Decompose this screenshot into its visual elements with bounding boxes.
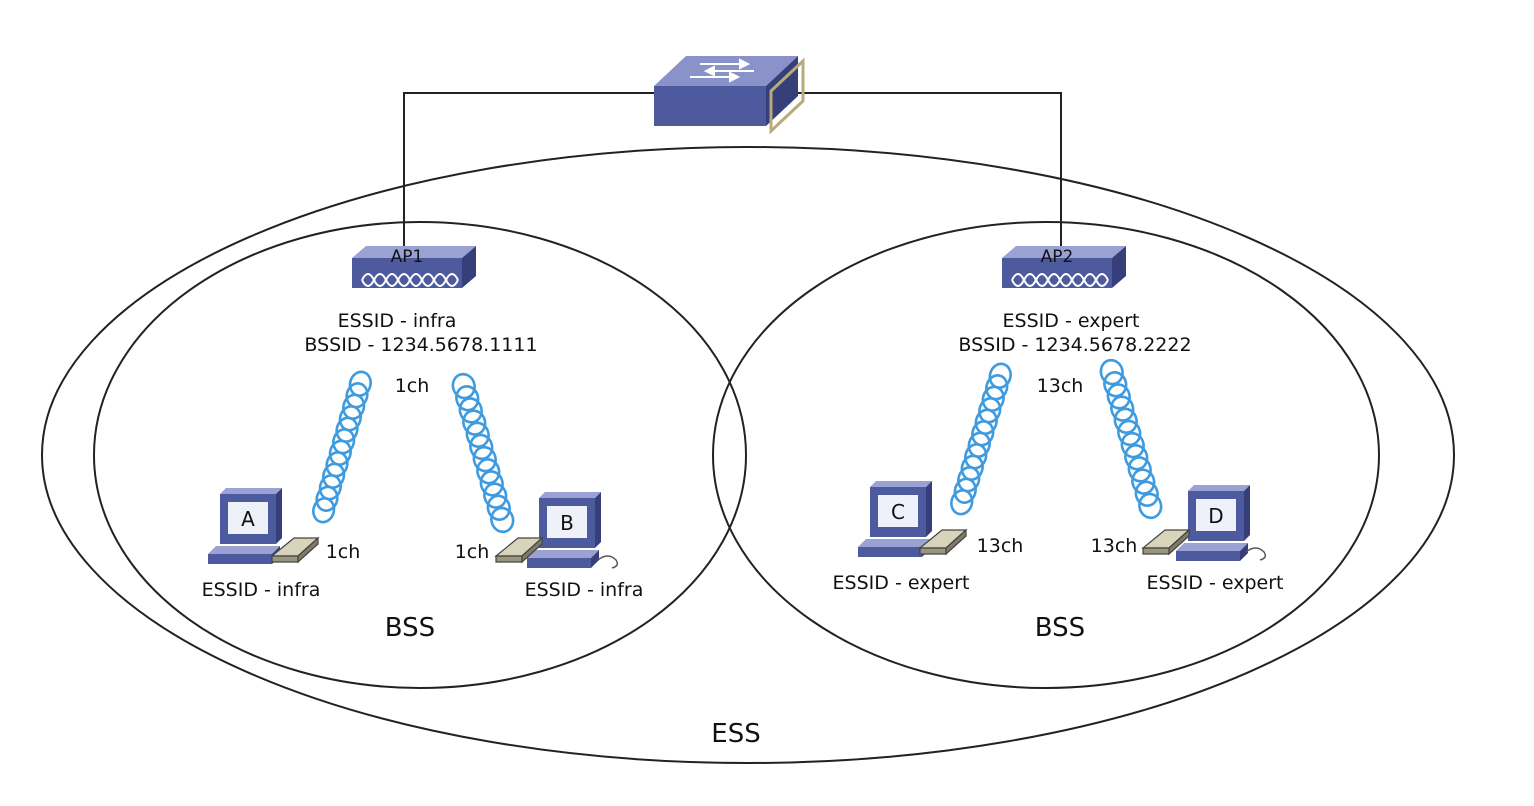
signal-loop bbox=[1127, 456, 1152, 483]
workstation-b-label: B bbox=[560, 511, 574, 535]
client-c-channel: 13ch bbox=[977, 535, 1024, 557]
signal-loop bbox=[455, 385, 480, 412]
signal-loop bbox=[472, 445, 497, 473]
ap1-name: AP1 bbox=[391, 247, 424, 267]
ap1-bssid: BSSID - 1234.5678.1111 bbox=[304, 334, 537, 356]
signal-loop bbox=[486, 494, 511, 521]
client-b-essid: ESSID - infra bbox=[525, 579, 644, 601]
signal-loop bbox=[476, 458, 501, 485]
signal-loop bbox=[1120, 431, 1145, 459]
signal-loop bbox=[315, 485, 339, 512]
workstation-a-label: A bbox=[241, 507, 255, 531]
signal-loop bbox=[490, 506, 515, 534]
signal-loop bbox=[1110, 395, 1135, 422]
workstation-d-label: D bbox=[1208, 504, 1223, 528]
wireless-signal-c-icon bbox=[950, 362, 1012, 516]
switch-icon bbox=[654, 56, 805, 135]
wireless-signal-d-icon bbox=[1099, 358, 1163, 520]
workstation-b: B bbox=[527, 492, 601, 568]
signal-loop bbox=[1106, 383, 1131, 410]
bss-left-ellipse bbox=[93, 221, 747, 689]
signal-loop bbox=[1124, 444, 1149, 471]
signal-loop bbox=[483, 482, 508, 509]
signal-loop bbox=[312, 497, 336, 524]
client-a-essid: ESSID - infra bbox=[202, 579, 321, 601]
wireless-signal-b-icon bbox=[451, 372, 515, 534]
signal-loop bbox=[469, 433, 494, 461]
ess-label: ESS bbox=[711, 719, 760, 749]
bss-right-label: BSS bbox=[1035, 613, 1085, 643]
signal-loop bbox=[465, 421, 490, 448]
signal-loop bbox=[479, 470, 504, 497]
signal-loop bbox=[1138, 492, 1163, 520]
ap2-essid: ESSID - expert bbox=[1003, 310, 1140, 332]
uplink-ap2 bbox=[794, 92, 1062, 252]
signal-loop bbox=[451, 372, 476, 400]
ap2-channel: 13ch bbox=[1037, 375, 1084, 397]
client-c-essid: ESSID - expert bbox=[833, 572, 970, 594]
mouse-b-icon bbox=[597, 555, 619, 569]
workstation-d: D bbox=[1176, 485, 1250, 561]
signal-loop bbox=[1131, 468, 1156, 495]
client-d-channel: 13ch bbox=[1091, 535, 1138, 557]
bss-left-label: BSS bbox=[385, 613, 435, 643]
signal-loop bbox=[462, 409, 487, 436]
workstation-a: A bbox=[208, 488, 282, 564]
client-a-channel: 1ch bbox=[326, 541, 361, 563]
ap2-name: AP2 bbox=[1041, 247, 1074, 267]
client-d-essid: ESSID - expert bbox=[1147, 572, 1284, 594]
signal-loop bbox=[458, 397, 483, 424]
mouse-d-icon bbox=[1245, 547, 1267, 561]
workstation-c: C bbox=[858, 481, 932, 557]
wireless-card-a-icon bbox=[271, 537, 319, 563]
signal-loop bbox=[1099, 358, 1124, 386]
access-point-ap2: AP2 bbox=[1001, 245, 1127, 289]
bss-right-ellipse bbox=[712, 221, 1380, 689]
workstation-c-label: C bbox=[891, 500, 905, 524]
signal-loop bbox=[1134, 480, 1159, 507]
signal-loop bbox=[1103, 371, 1128, 398]
client-b-channel: 1ch bbox=[455, 541, 490, 563]
signal-loop bbox=[953, 477, 977, 504]
ap1-essid: ESSID - infra bbox=[338, 310, 457, 332]
access-point-ap1: AP1 bbox=[351, 245, 477, 289]
ess-ellipse bbox=[41, 146, 1455, 764]
signal-loop bbox=[1113, 407, 1138, 434]
signal-loop bbox=[950, 489, 974, 516]
ap1-channel: 1ch bbox=[395, 375, 430, 397]
uplink-ap1 bbox=[403, 92, 656, 252]
wireless-signal-a-icon bbox=[312, 370, 372, 524]
signal-loop bbox=[1117, 419, 1142, 447]
ap2-bssid: BSSID - 1234.5678.2222 bbox=[958, 334, 1191, 356]
